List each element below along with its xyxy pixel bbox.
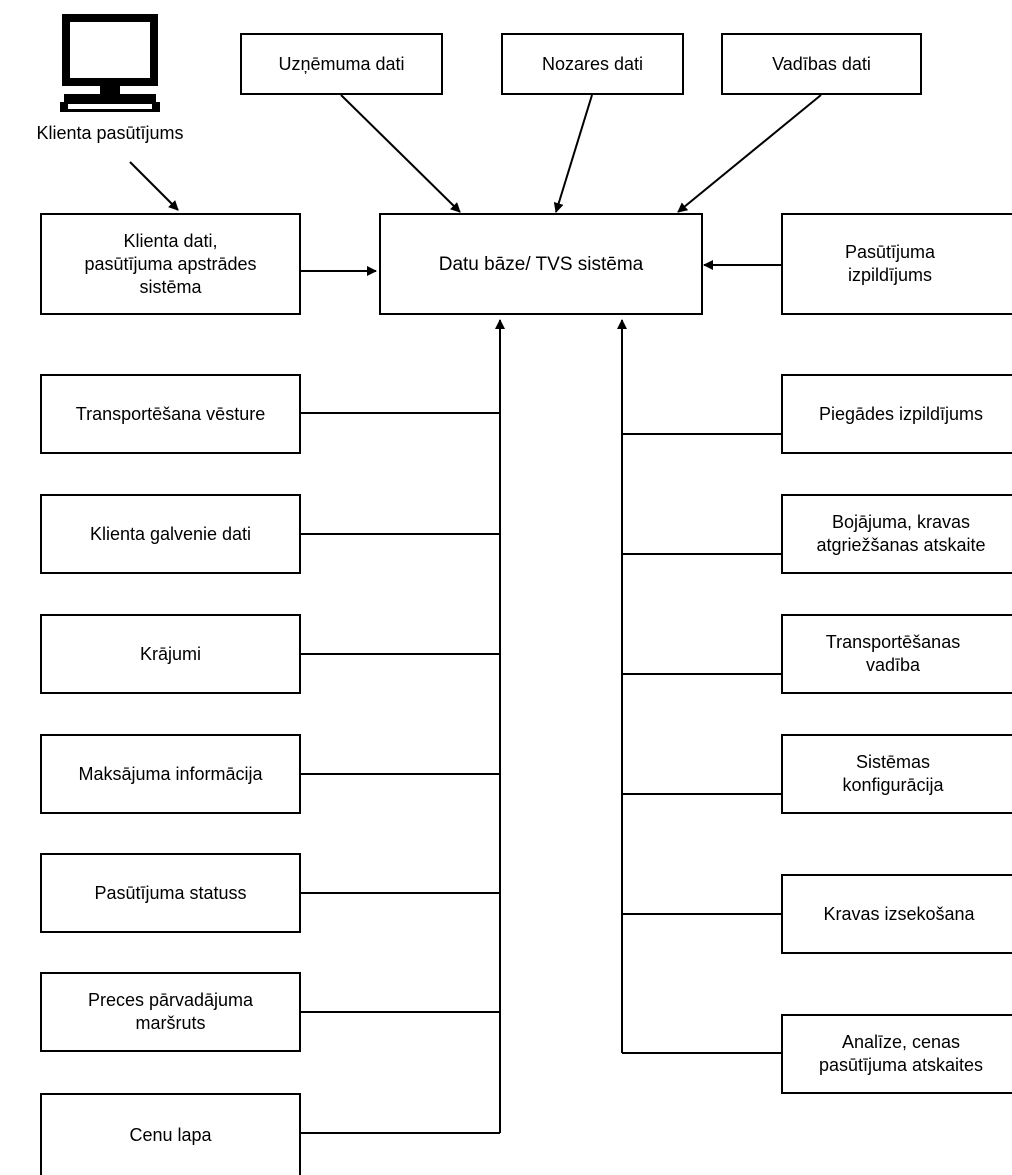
management-data-box: Vadības dati [721,33,922,95]
industry-data-box: Nozares dati [501,33,684,95]
left-module-client-master-data: Klienta galvenie dati [40,494,301,574]
computer-monitor-icon [60,14,160,112]
client-order-label: Klienta pasūtījums [36,123,184,143]
order-fulfilment-box: Pasūtījuma izpildījums [781,213,1012,315]
left-module-order-status: Pasūtījuma statuss [40,853,301,933]
order-fulfilment-label: Pasūtījuma izpildījums [844,242,936,285]
right-module-system-configuration: Sistēmas konfigurācija [781,734,1012,814]
database-box: Datu bāze/ TVS sistēma [379,213,703,315]
right-module-label: Piegādes izpildījums [818,403,984,424]
right-module-label: Kravas izsekošana [823,903,975,924]
right-module-transport-management: Transportēšanas vadība [781,614,1012,694]
right-module-delivery-fulfilment: Piegādes izpildījums [781,374,1012,454]
arrow-client-order-to-processing [129,161,179,211]
right-module-label: Transportēšanas vadība [825,632,961,675]
left-module-route: Preces pārvadājuma maršruts [40,972,301,1052]
arrow-industry-data-to-database [553,94,593,213]
right-module-label: Sistēmas konfigurācija [842,752,944,795]
company-data-box: Uzņēmuma dati [240,33,443,95]
right-module-label: Analīze, cenas pasūtījuma atskaites [818,1032,984,1075]
left-module-price-list: Cenu lapa [40,1093,301,1175]
arrow-company-data-to-database [340,94,461,213]
right-module-analysis-reports: Analīze, cenas pasūtījuma atskaites [781,1014,1012,1094]
right-module-cargo-tracking: Kravas izsekošana [781,874,1012,954]
arrow-management-data-to-database [677,94,822,213]
left-module-stocks: Krājumi [40,614,301,694]
left-module-transport-history: Transportēšana vēsture [40,374,301,454]
right-module-label: Bojājuma, kravas atgriežšanas atskaite [816,512,986,555]
left-module-payment-info: Maksājuma informācija [40,734,301,814]
order-processing-box: Klienta dati, pasūtījuma apstrādes sistē… [40,213,301,315]
right-module-damage-return-report: Bojājuma, kravas atgriežšanas atskaite [781,494,1012,574]
